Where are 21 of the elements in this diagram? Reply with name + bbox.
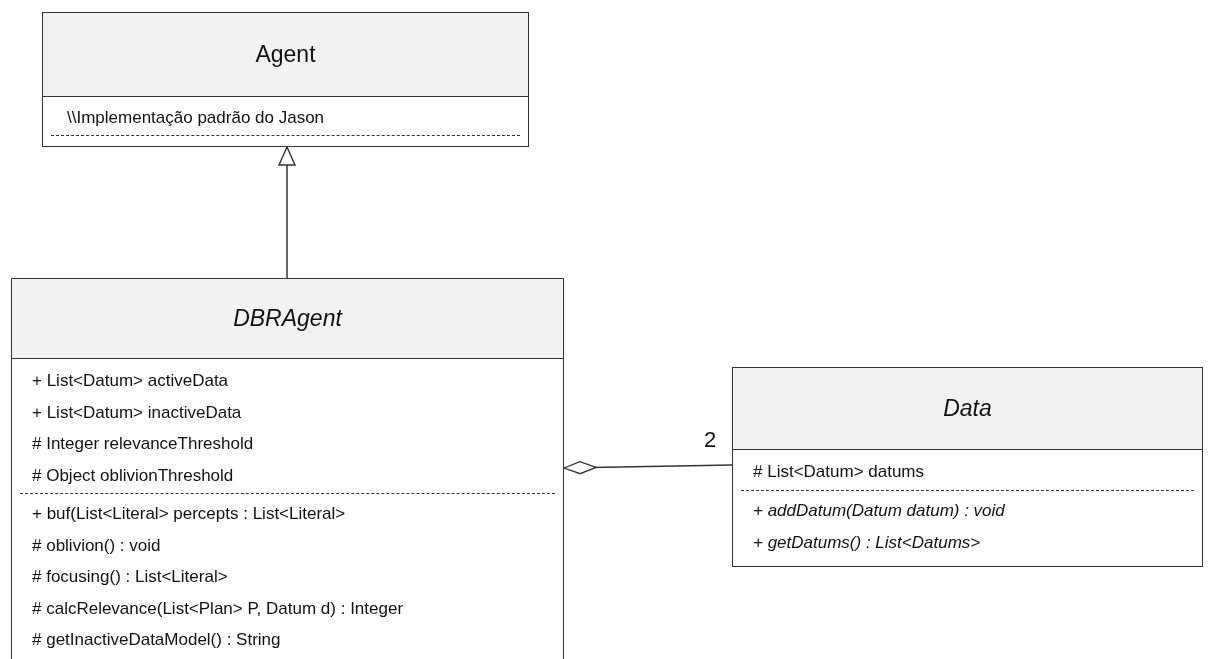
class-box (11, 278, 564, 659)
class-method: + addDatum(Datum datum) : void (752, 500, 1006, 522)
class-box (732, 367, 1203, 567)
aggregation-line (563, 461, 733, 475)
class-name: Agent (255, 41, 316, 68)
class-attribute: # List<Datum> datums (752, 461, 926, 483)
inheritance-arrow (278, 146, 296, 279)
class-name: Data (943, 395, 992, 422)
class-name: DBRAgent (233, 305, 342, 332)
class-method: + getDatums() : List<Datums> (752, 532, 982, 554)
class-attribute: + List<Datum> activeData (31, 370, 230, 392)
class-attribute: # Object oblivionThreshold (31, 464, 235, 487)
class-attribute: # Integer relevanceThreshold (31, 433, 255, 455)
class-attribute: + List<Datum> inactiveData (31, 401, 243, 424)
class-box (42, 12, 529, 147)
class-method: + buf(List<Literal> percepts : List<Literal> (31, 503, 347, 525)
class-method: # calcRelevance(List<Plan> P, Datum d) : Integer (31, 597, 405, 620)
class-method: # focusing() : List<Literal> (31, 566, 229, 588)
class-method: # getInactiveDataModel() : String (31, 629, 282, 651)
class-method: # oblivion() : void (31, 534, 162, 557)
class-attribute: \\Implementação padrão do Jason (66, 107, 326, 129)
